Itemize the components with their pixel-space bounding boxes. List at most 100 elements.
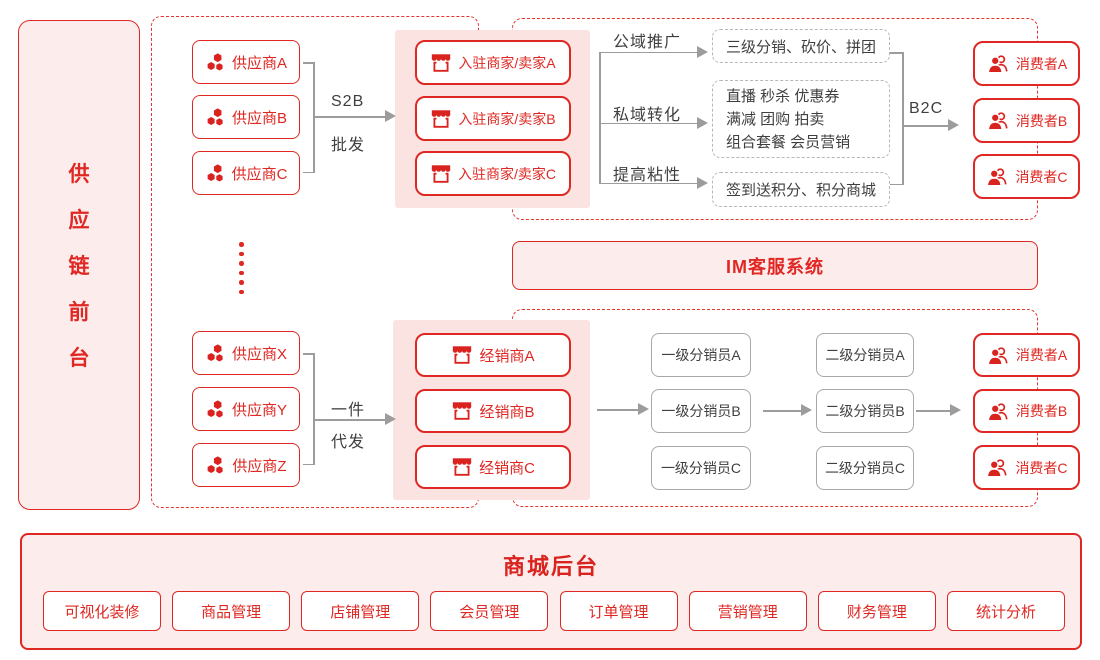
- funnel-line: [599, 52, 601, 183]
- chain-arrow-line: [916, 410, 950, 412]
- consumer-label: 消费者C: [1015, 168, 1068, 185]
- channel-arrow-line: [599, 51, 699, 53]
- bracket-tick: [303, 463, 314, 465]
- b2c-bracket-line: [902, 52, 904, 185]
- chain-arrowhead: [801, 404, 812, 416]
- bracket-tick: [303, 171, 314, 173]
- bracket-tick: [890, 183, 903, 185]
- storefront-icon: [432, 109, 451, 128]
- b2c-arrow-line: [902, 125, 948, 127]
- merchant-label: 入驻商家/卖家C: [458, 165, 556, 182]
- storefront-icon: [452, 458, 472, 476]
- flow-arrowhead: [385, 413, 396, 425]
- dealer-label: 经销商C: [479, 459, 535, 477]
- consumer-label: 消费者A: [1015, 55, 1068, 72]
- merchant-node: 入驻商家/卖家C: [415, 151, 571, 196]
- level1-distributor-label: 一级分销员C: [660, 460, 742, 476]
- marketing-box-conversion: 直播 秒杀 优惠券 满减 团购 拍卖 组合套餐 会员营销: [712, 80, 890, 158]
- marketing-line: 直播 秒杀 优惠券: [726, 87, 840, 105]
- supplier-label: 供应商Y: [231, 401, 287, 419]
- s2b-label: S2B: [331, 93, 365, 110]
- supply-chain-frontend-panel: 供 应 链 前 台: [18, 20, 140, 510]
- module-button-visual-decoration[interactable]: 可视化装修: [43, 591, 161, 631]
- merchant-node: 入驻商家/卖家B: [415, 96, 571, 141]
- level1-distributor-node: 一级分销员A: [651, 333, 751, 377]
- backend-title: 商城后台: [502, 554, 599, 579]
- supplier-node: 供应商X: [192, 331, 300, 375]
- panel-title-char: 链: [68, 255, 90, 278]
- level1-distributor-node: 一级分销员B: [651, 389, 751, 433]
- merchant-node: 入驻商家/卖家A: [415, 40, 571, 85]
- consumer-node: 消费者C: [973, 154, 1080, 199]
- wholesale-label: 批发: [331, 137, 366, 154]
- marketing-line: 满减 团购 拍卖: [726, 110, 825, 128]
- channel-arrowhead: [697, 176, 708, 189]
- module-button-stats-analysis[interactable]: 统计分析: [946, 591, 1065, 631]
- merchant-label: 入驻商家/卖家A: [458, 54, 556, 71]
- marketing-line: 组合套餐 会员营销: [726, 133, 851, 151]
- supplier-node: 供应商Y: [192, 387, 300, 431]
- consumer-node: 消费者A: [973, 333, 1080, 377]
- im-service-bar: IM客服系统: [512, 241, 1038, 290]
- panel-title-char: 供: [68, 163, 90, 186]
- im-service-label: IM客服系统: [726, 256, 824, 277]
- supplier-node: 供应商C: [192, 151, 300, 195]
- storefront-icon: [431, 164, 451, 183]
- level2-distributor-node: 二级分销员B: [816, 389, 914, 433]
- dealer-node: 经销商B: [415, 389, 571, 433]
- channel-label: 公域推广: [613, 34, 682, 51]
- consumer-label: 消费者A: [1015, 347, 1068, 363]
- b2c-arrowhead: [948, 119, 959, 131]
- dealer-label: 经销商A: [479, 347, 535, 365]
- supplier-node: 供应商Z: [192, 443, 300, 487]
- channel-arrowhead: [697, 45, 708, 58]
- users-icon: [987, 55, 1008, 74]
- module-button-marketing-mgmt[interactable]: 营销管理: [688, 591, 807, 631]
- panel-title-char: 应: [68, 209, 90, 232]
- supplier-label: 供应商A: [231, 54, 287, 72]
- module-button-member-mgmt[interactable]: 会员管理: [430, 591, 549, 631]
- consumer-node: 消费者C: [973, 445, 1080, 490]
- consumer-label: 消费者C: [1015, 459, 1068, 476]
- bracket-tick: [890, 52, 903, 54]
- storefront-icon: [453, 402, 472, 420]
- channel-arrow-line: [599, 182, 699, 184]
- consumer-node: 消费者B: [973, 98, 1080, 143]
- bracket-tick: [303, 62, 314, 64]
- consumer-label: 消费者B: [1015, 403, 1068, 419]
- channel-arrowhead: [697, 116, 708, 129]
- users-icon: [986, 168, 1008, 187]
- module-button-finance-mgmt[interactable]: 财务管理: [817, 591, 936, 631]
- chain-arrow-line: [763, 410, 801, 412]
- dealer-label: 经销商B: [479, 403, 535, 421]
- level1-distributor-label: 一级分销员A: [661, 347, 741, 363]
- level2-distributor-node: 二级分销员C: [816, 446, 914, 490]
- users-icon: [987, 346, 1008, 365]
- hexagon-cluster-icon: [207, 52, 223, 71]
- hexagon-cluster-icon: [207, 163, 223, 182]
- panel-title-char: 台: [68, 347, 90, 370]
- hexagon-cluster-icon: [208, 455, 223, 474]
- bracket-line: [313, 62, 315, 173]
- module-button-order-mgmt[interactable]: 订单管理: [559, 591, 678, 631]
- consumer-label: 消费者B: [1015, 112, 1068, 129]
- ellipsis-dots: [239, 242, 244, 294]
- level2-distributor-label: 二级分销员A: [825, 347, 905, 363]
- consumer-node: 消费者A: [973, 41, 1080, 86]
- users-icon: [987, 402, 1008, 421]
- level2-distributor-node: 二级分销员A: [816, 333, 914, 377]
- marketing-box-loyalty: 签到送积分、积分商城: [712, 172, 890, 207]
- bracket-line: [313, 353, 315, 465]
- dealer-node: 经销商A: [415, 333, 571, 377]
- supplier-label: 供应商Z: [232, 457, 287, 475]
- hexagon-cluster-icon: [207, 343, 223, 362]
- hexagon-cluster-icon: [207, 399, 223, 418]
- supplier-node: 供应商B: [192, 95, 300, 139]
- dealer-node: 经销商C: [415, 445, 571, 489]
- users-icon: [986, 459, 1008, 478]
- module-button-product-mgmt[interactable]: 商品管理: [172, 591, 291, 631]
- module-button-store-mgmt[interactable]: 店铺管理: [301, 591, 420, 631]
- channel-arrow-line: [599, 122, 699, 124]
- channel-label: 私域转化: [613, 107, 682, 124]
